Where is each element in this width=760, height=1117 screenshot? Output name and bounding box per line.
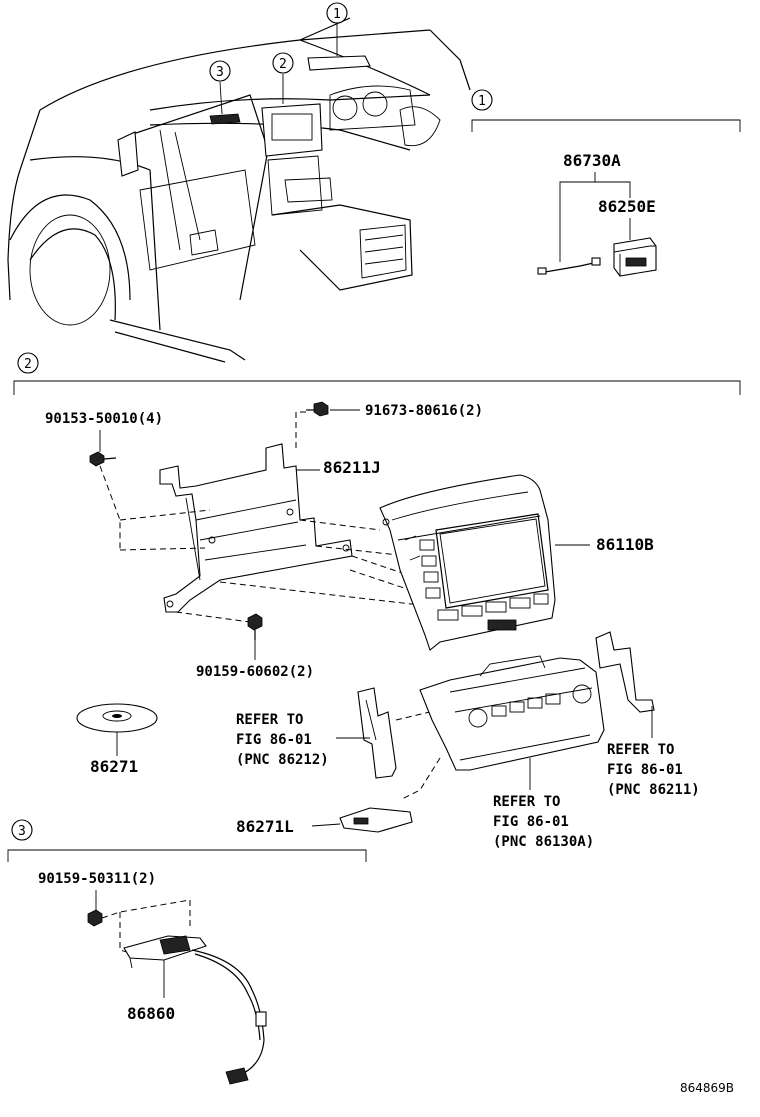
callout-1: 1 bbox=[326, 2, 348, 24]
section-1: 1 86730A 86250E bbox=[471, 89, 741, 277]
bracket-left-86212 bbox=[336, 687, 431, 779]
wire-harness bbox=[544, 261, 599, 273]
svg-text:(PNC 86130A): (PNC 86130A) bbox=[493, 834, 594, 850]
svg-text:REFER TO: REFER TO bbox=[607, 742, 674, 758]
display-unit-86110B bbox=[379, 474, 590, 651]
control-panel-86130A bbox=[399, 655, 605, 801]
section-2-marker bbox=[17, 352, 39, 374]
callout-2: 2 bbox=[272, 52, 294, 74]
svg-text:2: 2 bbox=[279, 57, 287, 72]
svg-text:FIG 86-01: FIG 86-01 bbox=[607, 762, 683, 778]
section-1-marker bbox=[471, 89, 493, 111]
screw-90159-50311 bbox=[87, 890, 103, 927]
part-number-86110B: 86110B bbox=[596, 535, 654, 554]
module-86271L bbox=[311, 807, 413, 833]
part-number-86250E: 86250E bbox=[598, 197, 656, 216]
svg-text:REFER TO: REFER TO bbox=[493, 794, 560, 810]
section-1-marker-label: 1 bbox=[478, 94, 486, 109]
callout-3: 3 bbox=[209, 60, 231, 82]
part-number-86271: 86271 bbox=[90, 757, 138, 776]
svg-text:FIG 86-01: FIG 86-01 bbox=[236, 732, 312, 748]
bracket-86211J bbox=[159, 443, 353, 613]
part-number-86730A: 86730A bbox=[563, 151, 621, 170]
svg-text:(PNC 86212): (PNC 86212) bbox=[236, 752, 329, 768]
section-2: 2 90153-50010(4) 91673-80616(2) 86211J 8… bbox=[13, 352, 741, 850]
figure-code: 864869B bbox=[680, 1081, 734, 1095]
disc-86271 bbox=[76, 703, 158, 756]
part-number-86211J: 86211J bbox=[323, 458, 381, 477]
unit-86250E bbox=[613, 237, 657, 277]
bracket-right-86211 bbox=[595, 631, 655, 738]
refer-note-left: REFER TO FIG 86-01 (PNC 86212) bbox=[236, 712, 329, 768]
microphone-86860 bbox=[123, 935, 267, 1085]
svg-text:REFER TO: REFER TO bbox=[236, 712, 303, 728]
bolt-91673-80616 bbox=[306, 401, 360, 417]
section-3-marker bbox=[11, 819, 33, 841]
svg-text:3: 3 bbox=[216, 65, 224, 80]
section-3: 3 90159-50311(2) 86860 bbox=[7, 819, 367, 1085]
part-number-86860: 86860 bbox=[127, 1004, 175, 1023]
refer-note-right: REFER TO FIG 86-01 (PNC 86211) bbox=[607, 742, 700, 798]
svg-text:1: 1 bbox=[333, 7, 341, 22]
display-screen bbox=[435, 513, 549, 609]
part-number-86271L: 86271L bbox=[236, 817, 294, 836]
section-3-marker-label: 3 bbox=[18, 824, 26, 839]
part-number-91673-80616: 91673-80616(2) bbox=[365, 403, 483, 419]
part-number-90153-50010: 90153-50010(4) bbox=[45, 411, 163, 427]
part-number-90159-50311: 90159-50311(2) bbox=[38, 871, 156, 887]
screw-90153-50010 bbox=[89, 430, 117, 467]
section-2-marker-label: 2 bbox=[24, 357, 32, 372]
svg-text:FIG 86-01: FIG 86-01 bbox=[493, 814, 569, 830]
screw-90159-60602 bbox=[247, 613, 263, 660]
svg-text:(PNC 86211): (PNC 86211) bbox=[607, 782, 700, 798]
car-interior-illustration bbox=[7, 17, 471, 363]
refer-note-bottom: REFER TO FIG 86-01 (PNC 86130A) bbox=[493, 794, 594, 850]
part-number-90159-60602: 90159-60602(2) bbox=[196, 664, 314, 680]
